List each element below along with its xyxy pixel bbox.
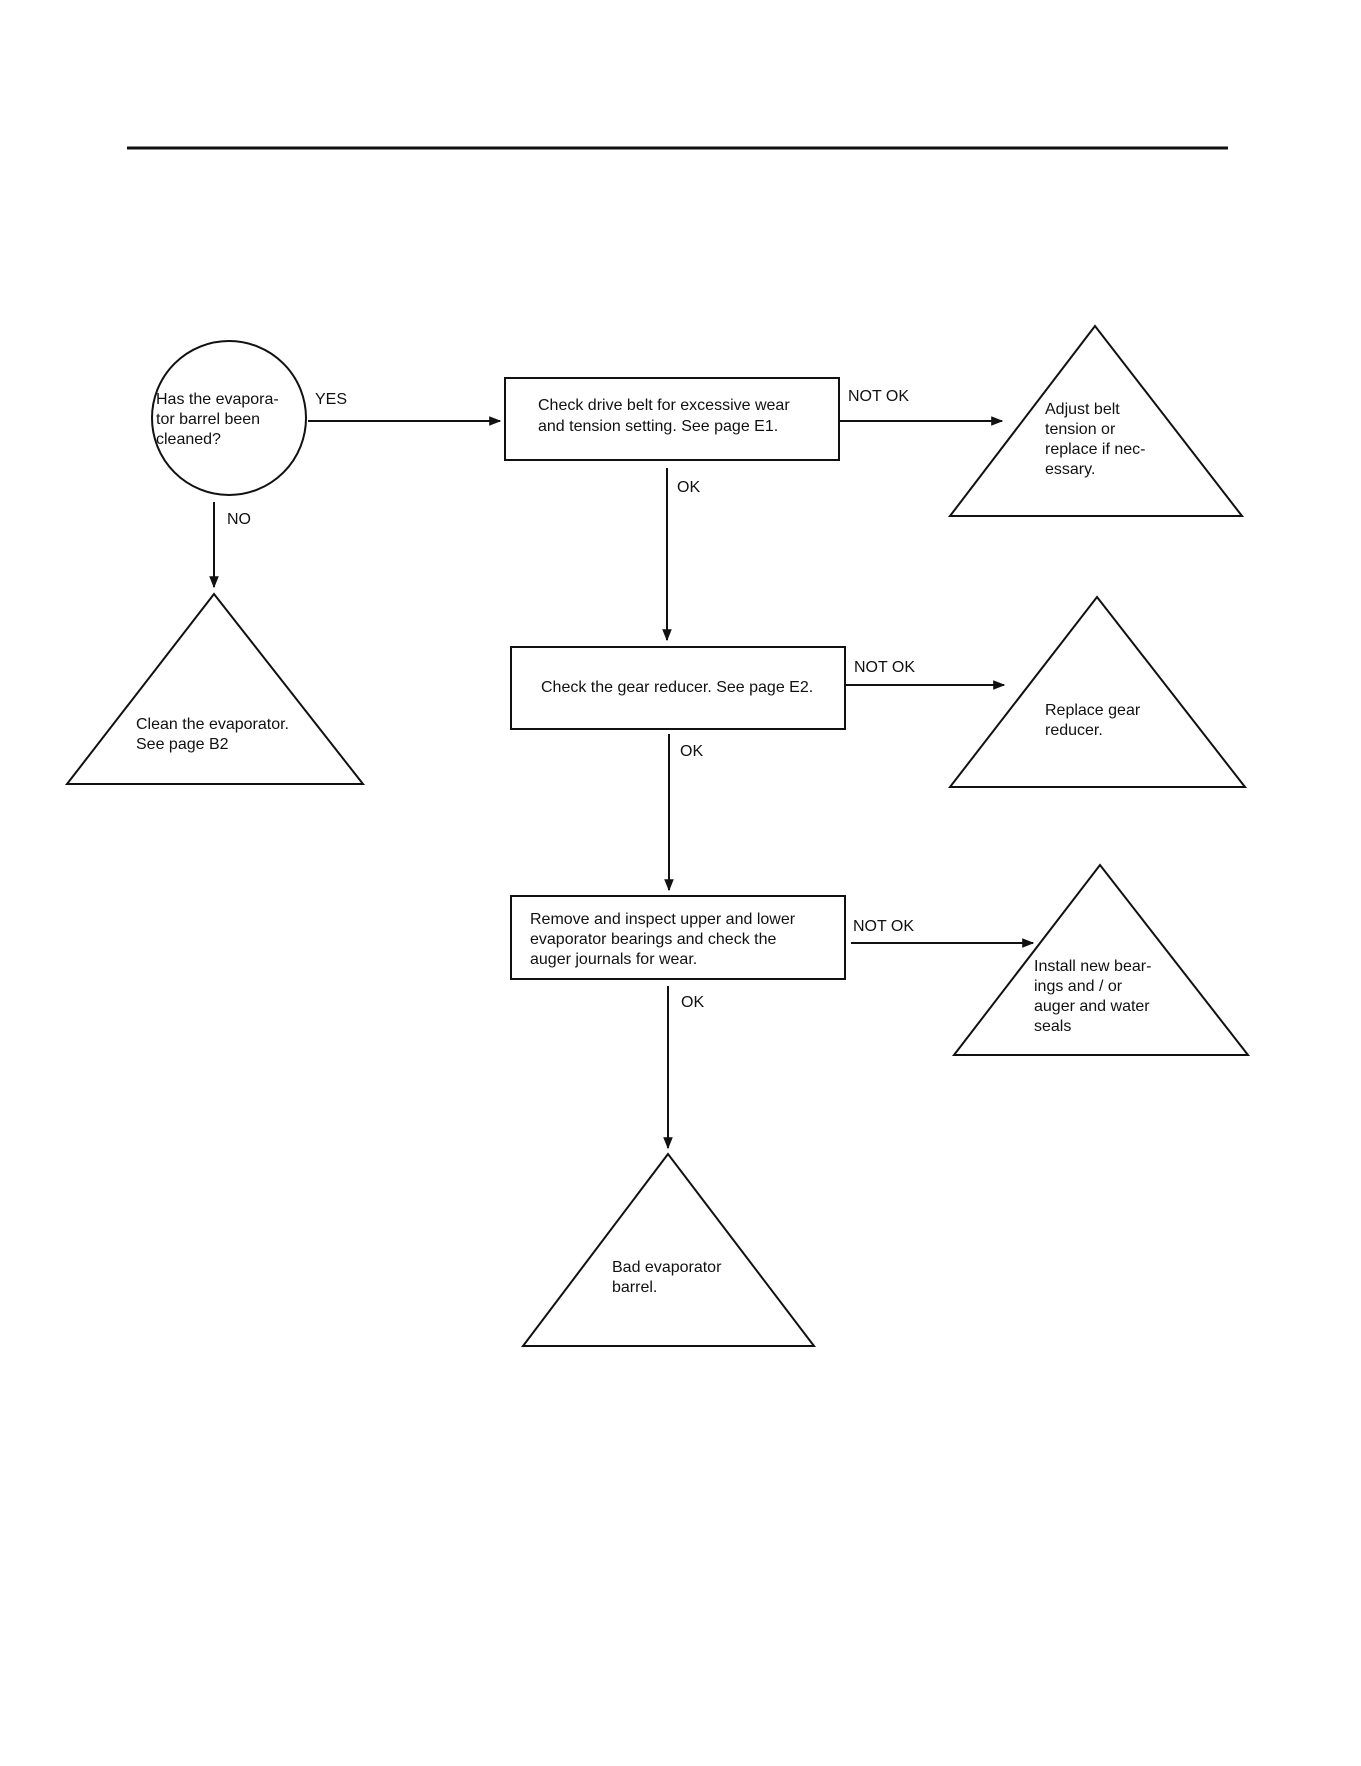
edge-label: NO bbox=[227, 511, 251, 528]
node-text-line: tension or bbox=[1045, 421, 1116, 438]
edge-drive-belt-ok: OK bbox=[662, 468, 700, 642]
node-adjust-belt: Adjust belt tension or replace if nec- e… bbox=[947, 324, 1245, 517]
result-triangle bbox=[520, 1152, 817, 1347]
node-text-line: auger journals for wear. bbox=[530, 951, 697, 968]
node-text-line: evaporator bearings and check the bbox=[530, 931, 776, 948]
step-box bbox=[510, 895, 846, 980]
node-text-line: Install new bear- bbox=[1034, 958, 1151, 975]
node-text-line: See page B2 bbox=[136, 736, 229, 753]
edge-yes-to-drive-belt: YES bbox=[308, 391, 502, 426]
node-text-line: Has the evapora- bbox=[156, 391, 279, 408]
node-text-line: Clean the evaporator. bbox=[136, 716, 289, 733]
edge-bearings-not-ok: NOT OK bbox=[851, 918, 1035, 948]
node-text-line: Check the gear reducer. See page E2. bbox=[541, 679, 813, 696]
node-clean-evaporator: Clean the evaporator. See page B2 bbox=[64, 592, 366, 785]
node-text-line: reducer. bbox=[1045, 722, 1103, 739]
edge-drive-belt-not-ok: NOT OK bbox=[840, 388, 1004, 426]
node-text-line: replace if nec- bbox=[1045, 441, 1146, 458]
edge-label: OK bbox=[681, 994, 704, 1011]
node-install-new-bearings: Install new bear- ings and / or auger an… bbox=[951, 863, 1251, 1056]
node-text-line: auger and water bbox=[1034, 998, 1150, 1015]
node-text-line: Replace gear bbox=[1045, 702, 1141, 719]
decision-circle bbox=[151, 340, 307, 496]
step-box bbox=[504, 377, 840, 461]
edge-gear-reducer-not-ok: NOT OK bbox=[846, 659, 1006, 690]
node-question-cleaned: Has the evapora- tor barrel been cleaned… bbox=[151, 340, 307, 496]
result-triangle bbox=[64, 592, 366, 785]
node-text-line: Check drive belt for excessive wear bbox=[538, 397, 790, 414]
node-text-line: ings and / or bbox=[1034, 978, 1123, 995]
result-triangle bbox=[951, 863, 1251, 1056]
edge-label: NOT OK bbox=[848, 388, 909, 405]
node-text-line: Bad evaporator bbox=[612, 1259, 722, 1276]
edge-label: OK bbox=[680, 743, 703, 760]
node-bad-evaporator-barrel: Bad evaporator barrel. bbox=[520, 1152, 817, 1347]
edge-no-to-clean: NO bbox=[209, 502, 251, 589]
edge-gear-reducer-ok: OK bbox=[664, 734, 703, 892]
node-text-line: seals bbox=[1034, 1018, 1071, 1035]
node-text-line: and tension setting. See page E1. bbox=[538, 418, 778, 435]
step-box bbox=[510, 646, 846, 730]
node-text-line: Adjust belt bbox=[1045, 401, 1120, 418]
result-triangle bbox=[947, 595, 1248, 788]
edge-label: NOT OK bbox=[853, 918, 914, 935]
node-text-line: tor barrel been bbox=[156, 411, 260, 428]
edge-label: YES bbox=[315, 391, 347, 408]
result-triangle bbox=[947, 324, 1245, 517]
node-text-line: essary. bbox=[1045, 461, 1095, 478]
node-text-line: barrel. bbox=[612, 1279, 657, 1296]
edge-label: OK bbox=[677, 479, 700, 496]
node-text-line: Remove and inspect upper and lower bbox=[530, 911, 796, 928]
node-text-line: cleaned? bbox=[156, 431, 221, 448]
node-inspect-bearings: Remove and inspect upper and lower evapo… bbox=[510, 895, 846, 980]
node-replace-gear-reducer: Replace gear reducer. bbox=[947, 595, 1248, 788]
node-check-gear-reducer: Check the gear reducer. See page E2. bbox=[510, 646, 846, 730]
node-check-drive-belt: Check drive belt for excessive wear and … bbox=[504, 377, 840, 461]
edge-label: NOT OK bbox=[854, 659, 915, 676]
edge-bearings-ok: OK bbox=[663, 986, 704, 1150]
